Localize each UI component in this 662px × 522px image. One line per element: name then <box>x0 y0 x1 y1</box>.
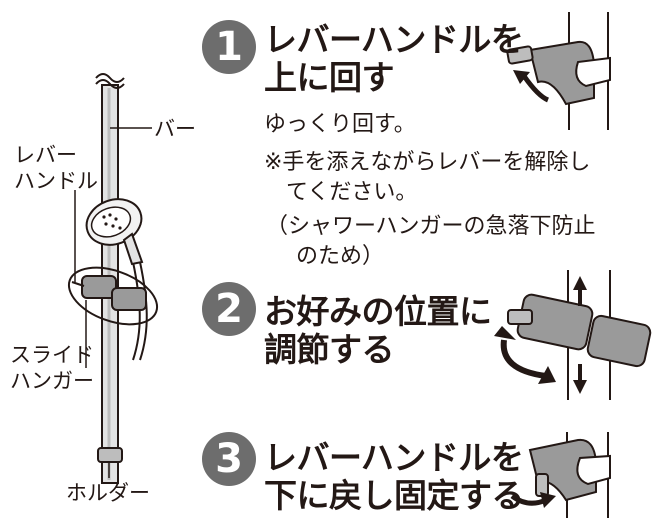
label-holder: ホルダー <box>66 481 150 505</box>
step-1-body-line2: ※手を添えながらレバーを解除し <box>264 150 591 175</box>
slide-hanger-overview <box>67 266 159 326</box>
step2-illustration <box>494 270 652 400</box>
shower-head <box>85 198 144 266</box>
step-1-body-line3: てください。 <box>286 180 418 205</box>
step-1-title-line1: レバーハンドルを <box>264 20 524 59</box>
label-slide-hanger-line2: ハンガー <box>10 369 94 393</box>
step-1-body-line1: ゆっくり回す。 <box>264 112 416 137</box>
step-3-badge: 3 <box>202 432 256 486</box>
step-2-badge: 2 <box>202 282 256 336</box>
holder-shape <box>97 447 123 463</box>
shower-hose <box>139 261 148 361</box>
step-3-title-line1: レバーハンドルを <box>264 438 524 477</box>
step-2-title-line2: 調節する <box>264 330 395 369</box>
step3-illustration <box>510 432 611 518</box>
step-1-body-line5: のため） <box>296 244 385 269</box>
step-1-body-line4: （シャワーハンガーの急落下防止 <box>266 214 596 239</box>
step-1-title-line2: 上に回す <box>264 58 395 97</box>
label-bar: バー <box>154 117 196 141</box>
label-lever-handle-line1: レバー <box>14 143 77 167</box>
label-slide-hanger-line1: スライド <box>10 343 94 367</box>
step-2-title-line1: お好みの位置に <box>264 292 492 331</box>
step1-illustration <box>506 12 611 130</box>
leader-lines <box>74 127 152 478</box>
step-3-title-line2: 下に戻し固定する <box>264 476 525 515</box>
step-1-badge: 1 <box>202 20 256 74</box>
label-lever-handle-line2: ハンドル <box>14 169 98 193</box>
